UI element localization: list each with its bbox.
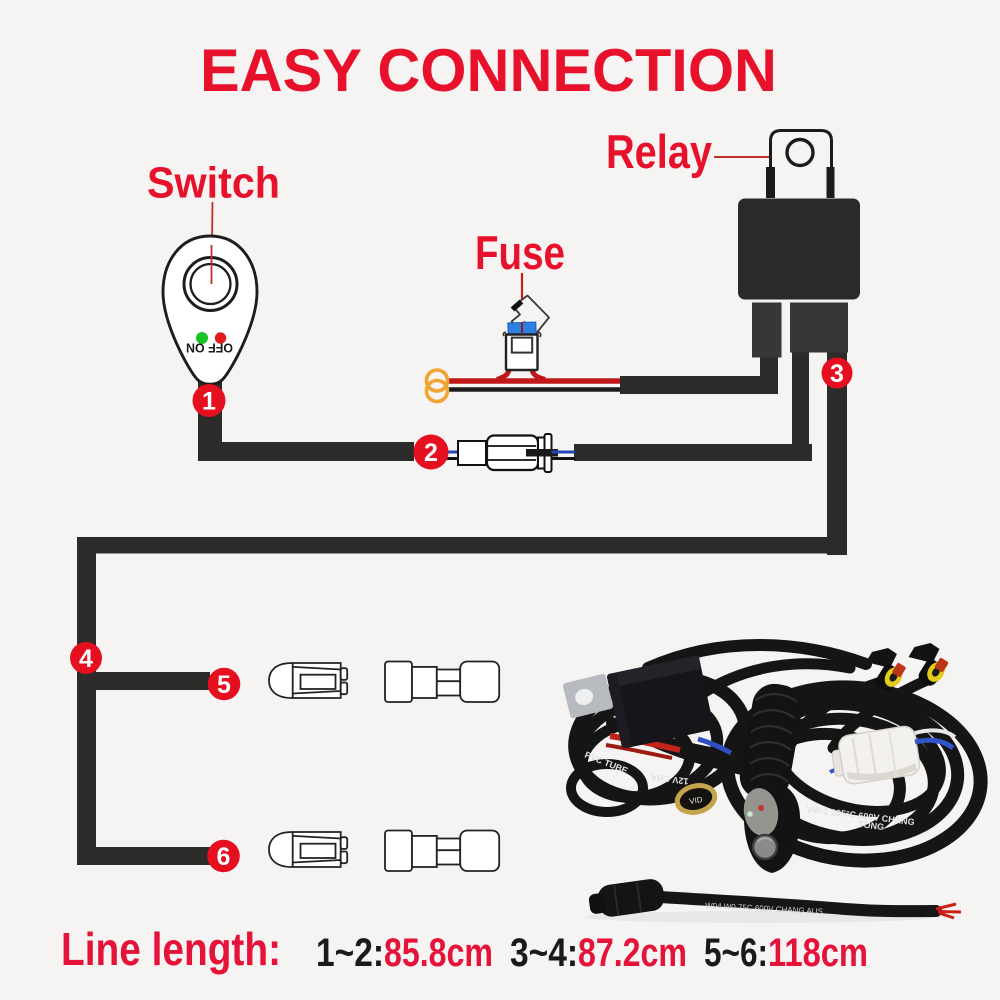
svg-text:12V CHA: 12V CHA (650, 772, 689, 787)
svg-text:Fuse: Fuse (475, 226, 565, 279)
svg-text:1~2:: 1~2: (316, 931, 384, 975)
svg-text:1: 1 (202, 388, 216, 416)
svg-text:5: 5 (217, 671, 231, 699)
svg-text:OFF ON: OFF ON (186, 341, 233, 355)
svg-text:TONG: TONG (858, 819, 885, 832)
svg-text:6: 6 (217, 843, 231, 871)
svg-text:EASY CONNECTION: EASY CONNECTION (200, 37, 777, 104)
svg-text:Relay: Relay (606, 125, 712, 178)
svg-text:3: 3 (830, 360, 844, 388)
svg-text:3~4:: 3~4: (510, 931, 578, 975)
svg-text:2: 2 (424, 439, 438, 467)
svg-text:4: 4 (79, 645, 93, 673)
svg-text:87.2cm: 87.2cm (578, 931, 687, 975)
svg-text:VID: VID (689, 795, 704, 806)
svg-text:Switch: Switch (147, 159, 280, 208)
svg-text:118cm: 118cm (768, 931, 868, 975)
svg-text:Line length:: Line length: (61, 923, 281, 975)
svg-text:5~6:: 5~6: (704, 931, 768, 975)
svg-text:85.8cm: 85.8cm (384, 931, 493, 975)
